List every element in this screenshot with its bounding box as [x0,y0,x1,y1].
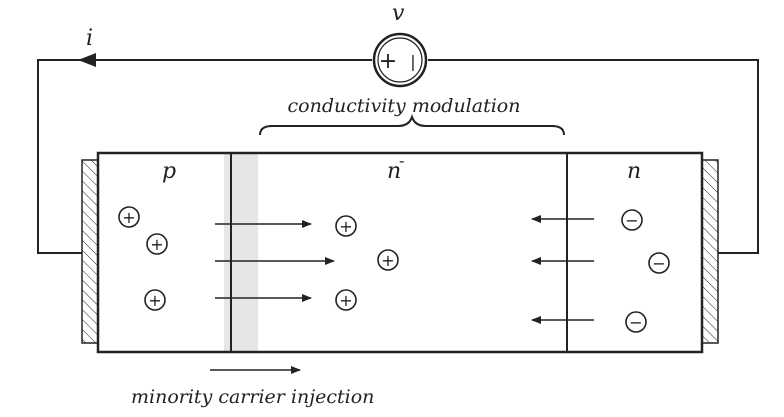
current-arrow [78,53,96,67]
circuit-wire-left [37,59,372,254]
hole-symbol: + [122,208,135,227]
conductivity-brace [259,113,565,136]
hole-symbol: + [339,217,352,236]
voltage-source: + | [372,32,428,88]
left-contact [81,159,99,344]
electron-1: − [621,209,643,231]
hole-symbol: + [150,235,163,254]
hole-symbol: + [148,291,161,310]
hole-p-1: + [118,206,140,228]
source-plus-sign: + [379,49,397,74]
electron-symbol: − [625,211,638,230]
hole-symbol: + [381,251,394,270]
electron-2: − [648,252,670,274]
current-label: i [86,26,93,51]
electron-3: − [625,311,647,333]
n-minus-region-label: n [387,159,401,184]
hole-p-3: + [144,289,166,311]
conductivity-modulation-label: conductivity modulation [288,95,521,117]
depletion-region [224,153,258,352]
right-contact [701,159,719,344]
hole-injected-1: + [335,215,357,237]
n-minus-superscript: - [399,151,404,170]
semiconductor-body [96,151,704,354]
electron-symbol: − [652,254,665,273]
n-region-label: n [627,159,641,184]
electron-symbol: − [629,313,642,332]
hole-injected-3: + [335,289,357,311]
source-minus-sign: | [410,52,415,71]
p-region-label: p [162,159,176,184]
hole-symbol: + [339,291,352,310]
circuit-wire-right [428,59,759,254]
minority-carrier-injection-label: minority carrier injection [131,386,374,408]
voltage-label: v [392,1,405,26]
hole-p-2: + [146,233,168,255]
hole-injected-2: + [377,249,399,271]
